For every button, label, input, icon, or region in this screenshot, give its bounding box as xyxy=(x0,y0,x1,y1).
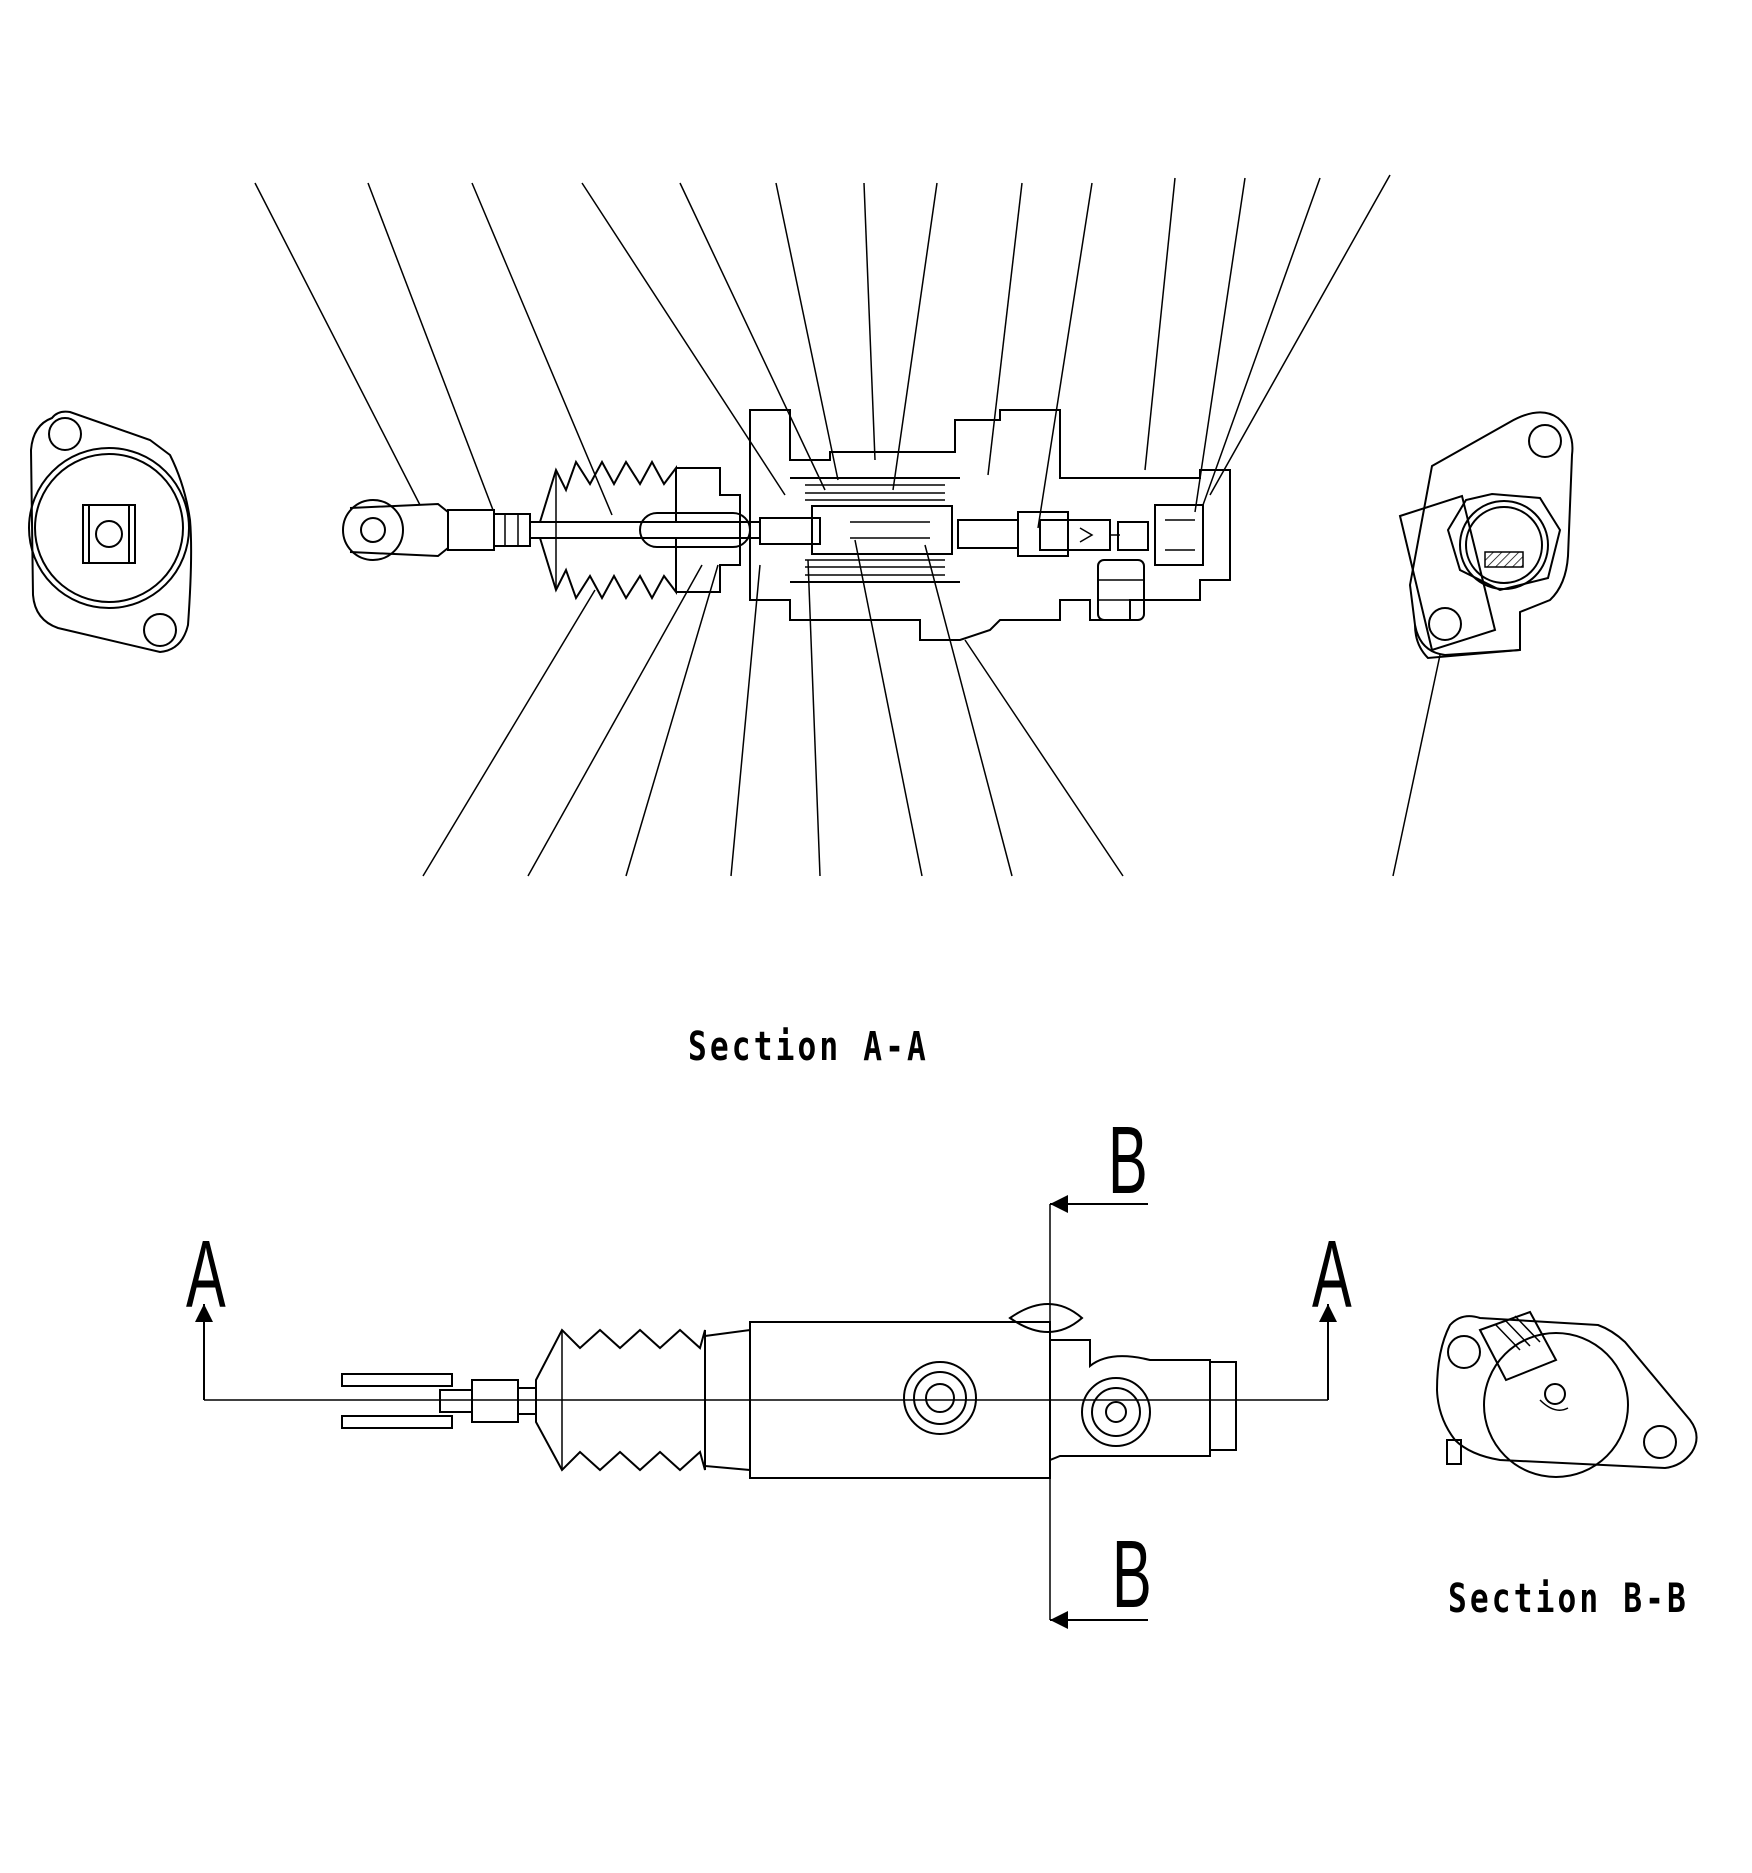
marker-b-top: B xyxy=(1108,1107,1148,1214)
leader-lines xyxy=(255,175,1440,876)
marker-b-bottom: B xyxy=(1112,1521,1152,1628)
right-end-view xyxy=(1400,412,1572,658)
section-bb-view xyxy=(1437,1312,1697,1477)
marker-a-right: A xyxy=(1312,1221,1352,1328)
side-elevation-view xyxy=(195,1195,1337,1629)
left-flange-end-view xyxy=(29,412,191,652)
section-aa-cross-section xyxy=(343,410,1230,640)
caption-section-bb: Section B-B xyxy=(1448,1576,1689,1622)
spring xyxy=(805,485,945,575)
marker-a-left: A xyxy=(186,1221,226,1328)
caption-section-aa: Section A-A xyxy=(688,1024,929,1070)
